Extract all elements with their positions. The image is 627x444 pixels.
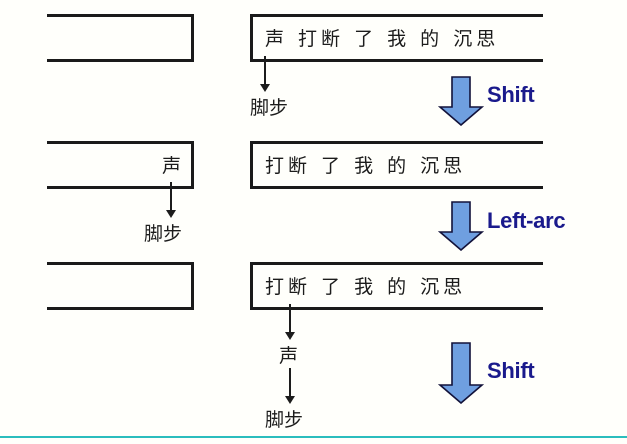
- buffer-box-step-3: 打断 了 我 的 沉思: [250, 262, 543, 310]
- stack-box-step-2: 声: [47, 141, 194, 189]
- transition-arrow-shift-1: [438, 76, 484, 126]
- transition-arrow-left-arc: [438, 201, 484, 251]
- footer-rule: [0, 436, 627, 438]
- stack-box-step-1: [47, 14, 194, 62]
- dependency-head-step-3: 声: [279, 345, 299, 367]
- buffer-box-step-2: 打断 了 我 的 沉思: [250, 141, 543, 189]
- dependency-child-step-3: 脚步: [265, 409, 304, 431]
- buffer-text-step-3: 打断 了 我 的 沉思: [265, 275, 467, 298]
- transition-arrow-shift-2: [438, 342, 484, 404]
- buffer-text-step-2: 打断 了 我 的 沉思: [265, 154, 467, 177]
- transition-label-left-arc: Left-arc: [487, 208, 566, 233]
- dependency-child-step-1: 脚步: [250, 97, 289, 119]
- transition-label-shift-2: Shift: [487, 358, 535, 383]
- buffer-text-step-1: 声 打断 了 我 的 沉思: [265, 27, 500, 50]
- stack-box-step-3: [47, 262, 194, 310]
- buffer-box-step-1: 声 打断 了 我 的 沉思: [250, 14, 543, 62]
- dependency-child-step-2: 脚步: [144, 223, 183, 245]
- transition-label-shift-1: Shift: [487, 82, 535, 107]
- stack-text-step-2: 声: [161, 154, 181, 177]
